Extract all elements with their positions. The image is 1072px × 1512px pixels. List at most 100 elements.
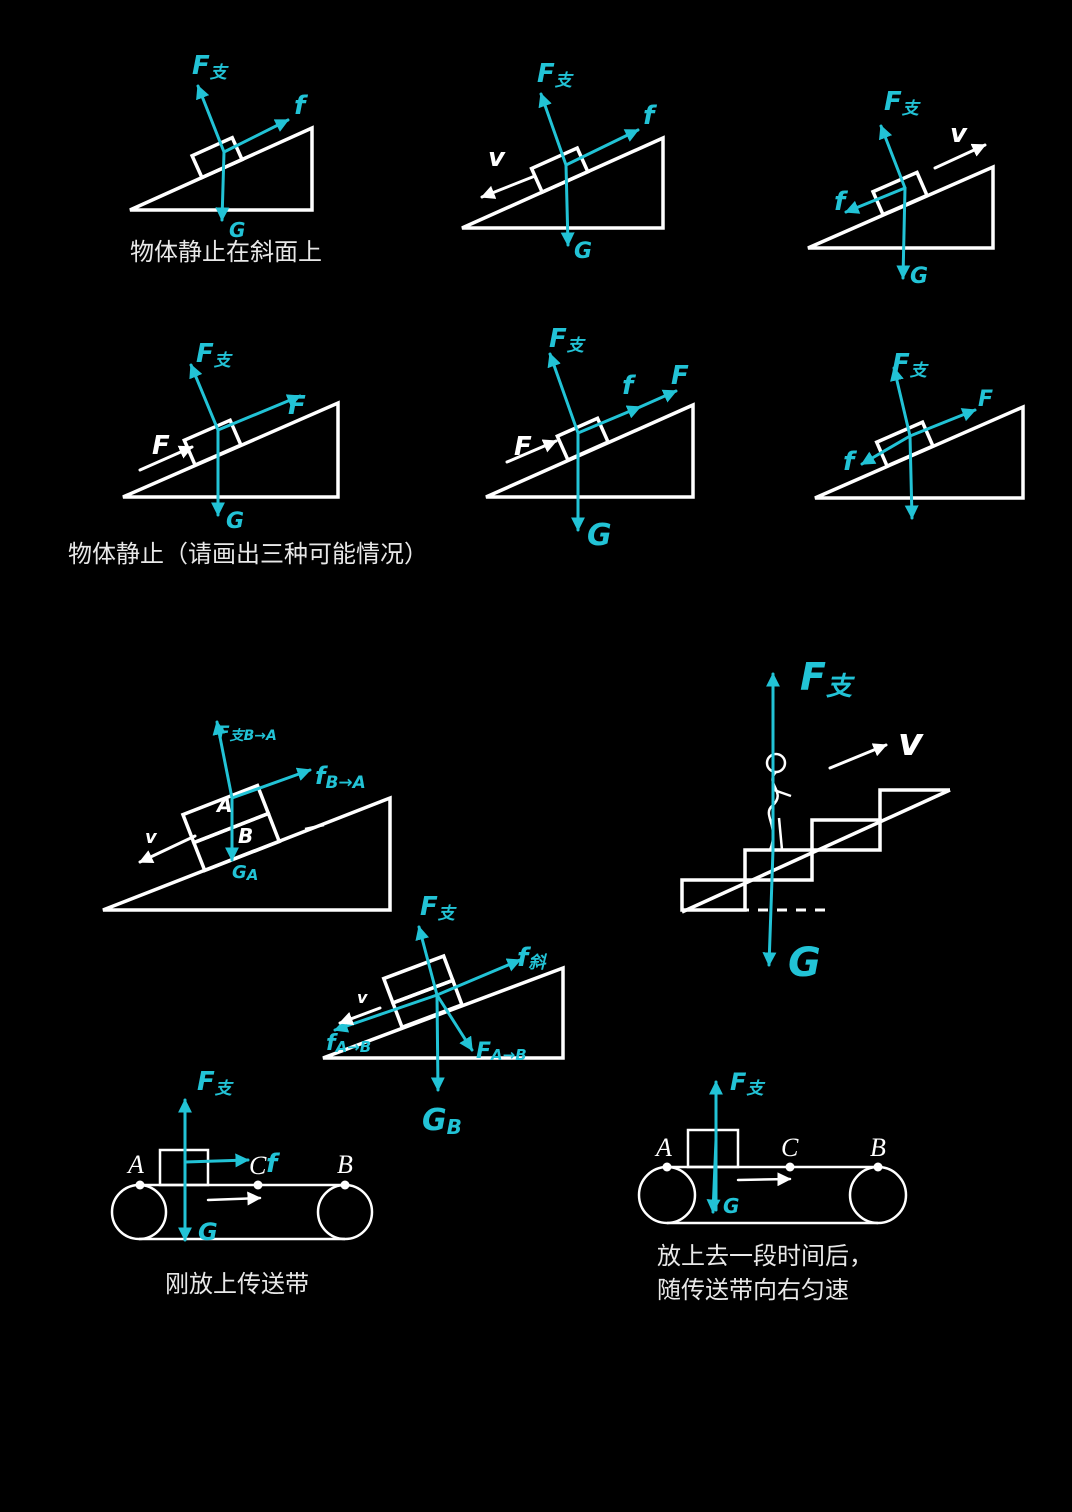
push-arrow xyxy=(505,439,558,464)
normal-force-label: F支 xyxy=(892,349,929,381)
velocity-arrow xyxy=(480,174,537,199)
pressure-from-a-label: FA→B xyxy=(476,1039,527,1064)
normal-force-label: F支 xyxy=(884,87,921,119)
block-b-label: B xyxy=(238,824,253,848)
point-c-label: C xyxy=(249,1151,267,1180)
normal-force-label: F支 xyxy=(549,324,586,356)
gravity-arrow xyxy=(430,993,445,1092)
block-a-label: A xyxy=(215,793,232,817)
push-arrow xyxy=(138,445,194,472)
point-b-label: B xyxy=(337,1150,353,1179)
belt-direction-arrow xyxy=(736,1172,792,1187)
diagram-static-case-3: F支 F f xyxy=(814,349,1025,520)
applied-force-arrow xyxy=(638,389,678,409)
caption-incline-static-three: 物体静止（请画出三种可能情况） xyxy=(68,540,428,568)
gravity-label: G xyxy=(788,940,821,986)
gravity-label: G xyxy=(226,509,244,534)
person-arm xyxy=(773,788,792,798)
normal-force-arrow xyxy=(212,720,234,800)
step-3 xyxy=(810,818,882,852)
point-c-label: C xyxy=(781,1133,799,1162)
point-b-dot xyxy=(873,1162,883,1172)
normal-force-arrow xyxy=(890,366,912,438)
friction-from-a-label: fA→B xyxy=(326,1031,371,1056)
point-a-label: A xyxy=(654,1133,672,1162)
friction-label: f xyxy=(843,447,858,477)
normal-force-arrow xyxy=(189,363,220,432)
normal-force-label: F支 xyxy=(420,892,457,924)
person-leg xyxy=(777,817,784,851)
belt-direction-arrow xyxy=(206,1191,262,1206)
applied-force-arrow xyxy=(216,394,302,432)
normal-force-arrow xyxy=(547,352,580,435)
block xyxy=(189,135,245,180)
gravity-label: G xyxy=(723,1194,739,1218)
velocity-label: v xyxy=(357,988,368,1007)
velocity-arrow xyxy=(933,143,987,170)
normal-force-label: F支 xyxy=(196,339,233,371)
incline-segment xyxy=(304,823,325,831)
gravity-arrow xyxy=(904,434,919,520)
normal-force-arrow xyxy=(415,925,439,997)
diagram-incline-moving-up: F支 f G v xyxy=(807,87,995,289)
normal-force-label: F支 xyxy=(537,59,574,91)
block xyxy=(686,1128,740,1169)
velocity-arrow xyxy=(338,1006,382,1026)
applied-force-label: F xyxy=(671,361,689,391)
applied-force-arrow xyxy=(908,408,977,438)
friction-label: f xyxy=(834,187,849,217)
normal-force-label: F支 xyxy=(197,1067,234,1099)
friction-arrow xyxy=(222,118,290,154)
caption-conveyor-later-line-1: 放上去一段时间后， xyxy=(657,1242,873,1270)
slope-friction-label: f斜 xyxy=(517,943,547,973)
caption-conveyor-later-line-2: 随传送带向右匀速 xyxy=(657,1276,849,1304)
normal-force-label: F支B→A xyxy=(218,723,277,744)
velocity-label: v xyxy=(145,827,158,848)
diagram-escalator: F支 v G xyxy=(680,655,951,986)
block-upper xyxy=(381,953,456,1006)
diagram-stacked-block-b: F支 f斜 v fA→B FA→B GB xyxy=(322,892,565,1139)
friction-label: fB→A xyxy=(315,762,366,793)
friction-arrow xyxy=(183,1153,250,1168)
diagram-conveyor-uniform: A C B F支 G 放上去一段时间后， 随传送带向右匀速 xyxy=(637,1068,908,1304)
gravity-arrow xyxy=(762,848,777,967)
step-2 xyxy=(743,848,814,882)
velocity-label: v xyxy=(950,119,968,149)
friction-arrow xyxy=(576,405,642,435)
diagram-static-case-2: F支 f F F G xyxy=(485,324,695,553)
caption-incline-static: 物体静止在斜面上 xyxy=(130,238,322,266)
friction-label: f xyxy=(622,371,637,401)
normal-force-arrow xyxy=(538,92,568,167)
normal-force-label: F支 xyxy=(800,655,856,702)
friction-label: f xyxy=(294,91,309,121)
friction-arrow xyxy=(564,128,640,167)
block-stack xyxy=(381,953,465,1030)
point-b-label: B xyxy=(870,1133,886,1162)
caption-conveyor-start: 刚放上传送带 xyxy=(165,1270,309,1298)
applied-force-label: F xyxy=(978,387,993,412)
velocity-label: v xyxy=(898,720,924,764)
gravity-arrow xyxy=(560,163,575,247)
velocity-arrow xyxy=(828,743,888,770)
gravity-arrow xyxy=(706,1138,721,1214)
diagram-stacked-block-a: F支B→A fB→A GA A B v xyxy=(102,720,392,912)
normal-force-label: F支 xyxy=(730,1068,765,1099)
step-4 xyxy=(878,788,950,820)
slope-friction-arrow xyxy=(435,958,522,997)
friction-label: f xyxy=(643,101,658,131)
diagram-conveyor-start: A C B F支 f G 刚放上传送带 xyxy=(110,1067,374,1298)
point-a-dot xyxy=(135,1180,145,1190)
gravity-label: G xyxy=(574,239,592,264)
gravity-label: G xyxy=(198,1218,218,1246)
velocity-arrow xyxy=(138,834,197,864)
normal-force-arrow xyxy=(196,84,226,154)
step-1 xyxy=(680,878,747,912)
normal-force-label: F支 xyxy=(192,51,229,83)
gravity-label: GA xyxy=(232,862,258,884)
gravity-arrow xyxy=(896,186,911,280)
push-label: F xyxy=(152,431,170,461)
friction-arrow xyxy=(844,186,907,214)
gravity-label: G xyxy=(587,518,612,553)
point-c-dot xyxy=(785,1162,795,1172)
